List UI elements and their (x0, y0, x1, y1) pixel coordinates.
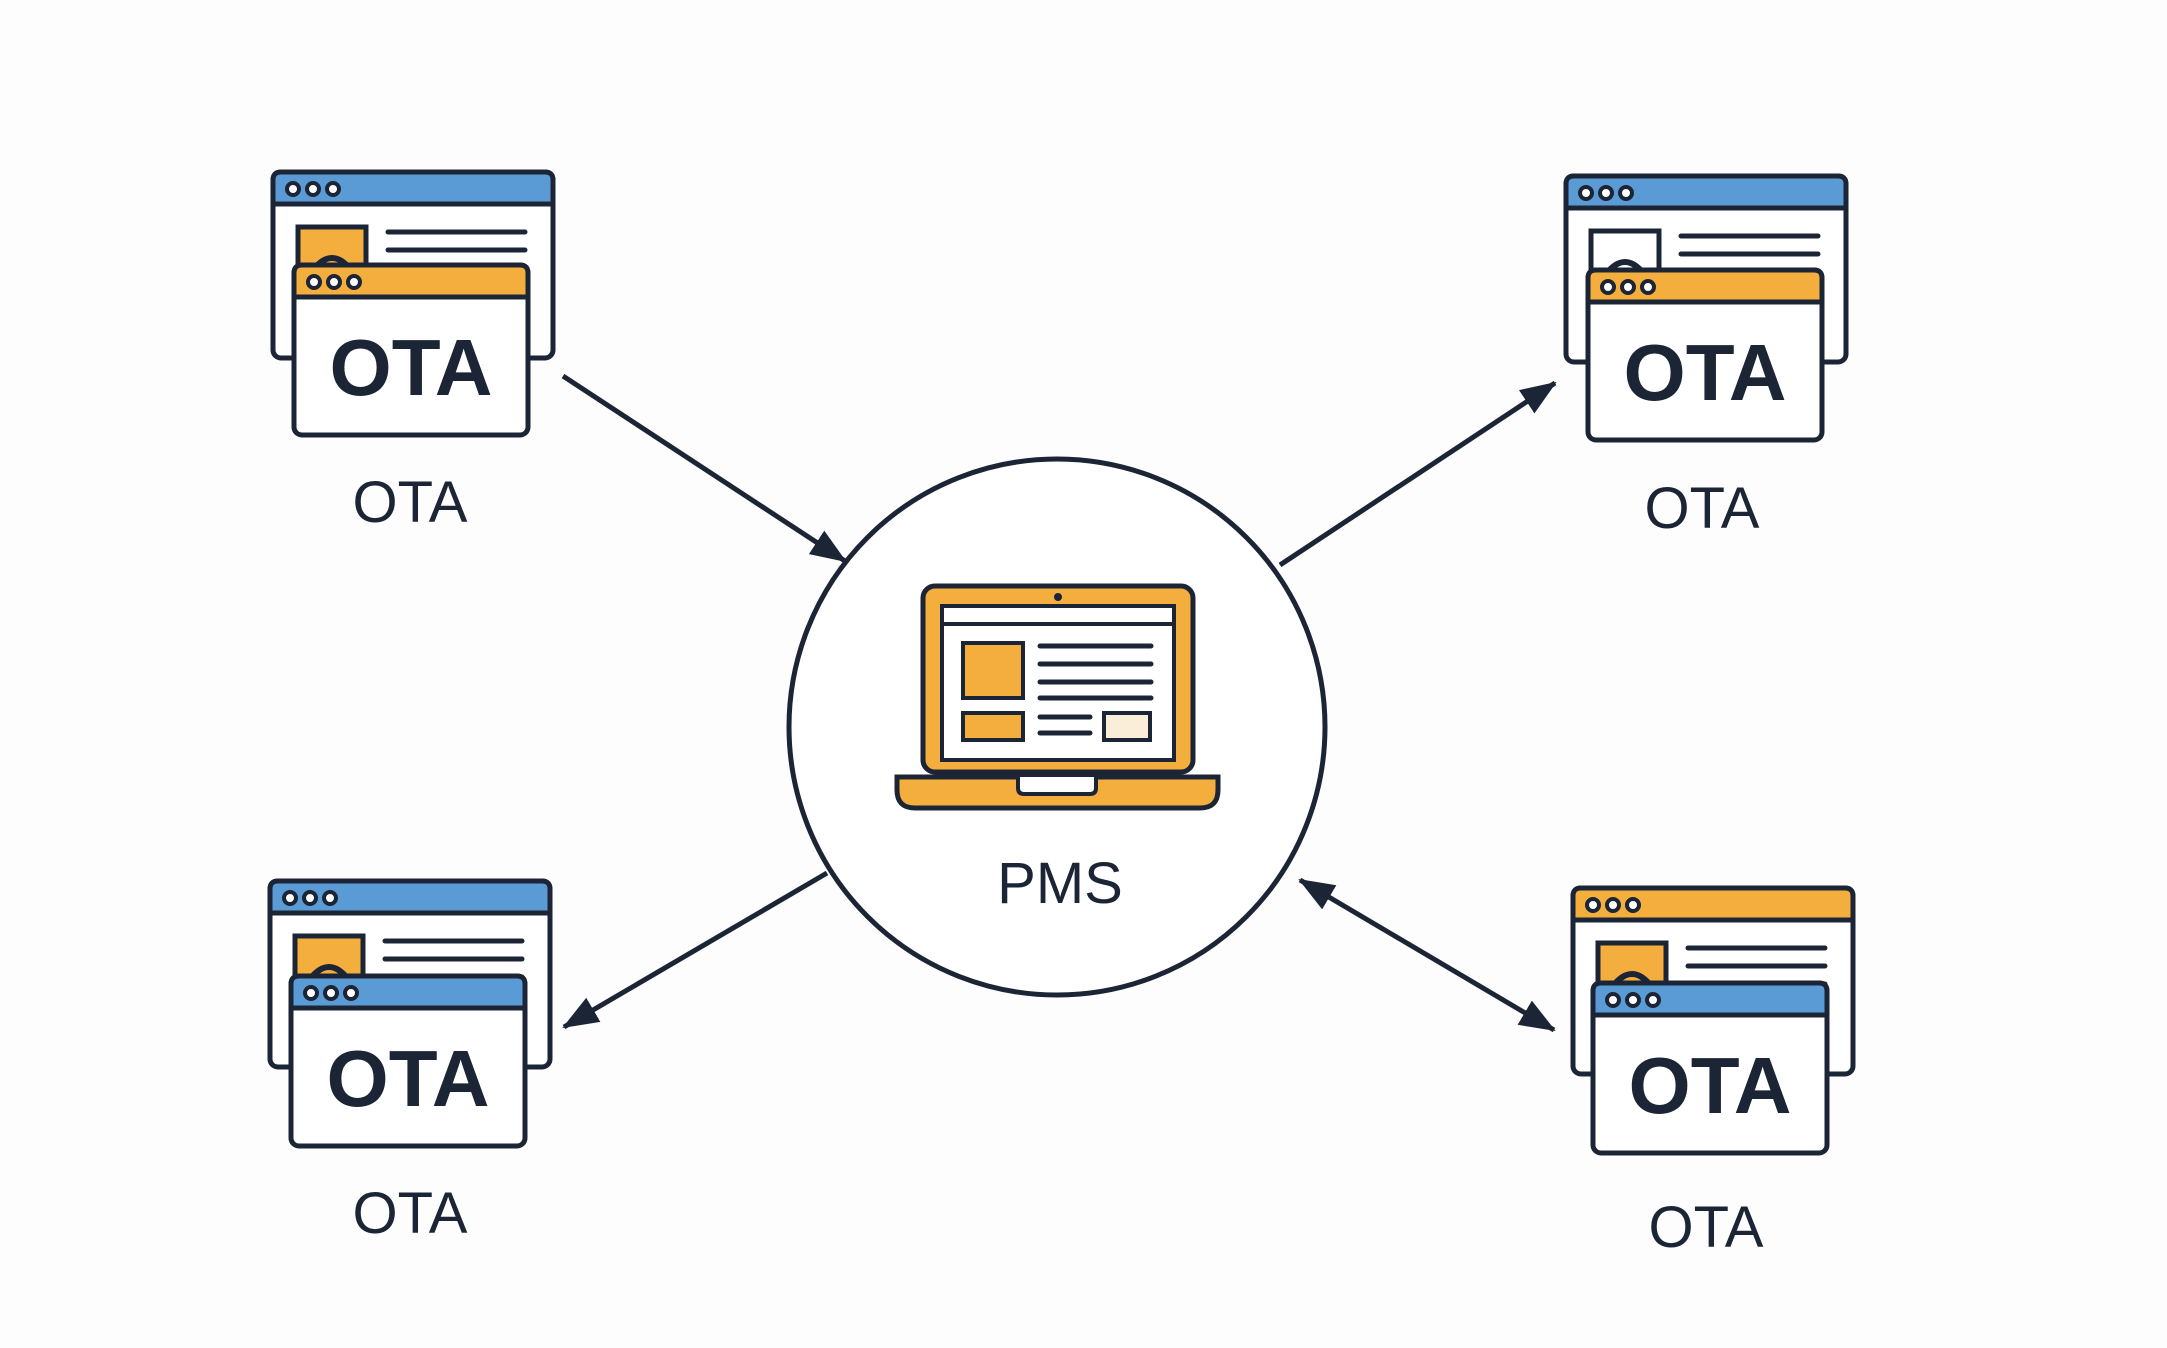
ota-label: OTA (1649, 1195, 1764, 1260)
ota-nodes: OTA OTA OTA OTA OTA OTA OTA OTA (267, 169, 1856, 1260)
arrow-bottom-left (562, 870, 829, 1030)
arrow-top-right (1278, 380, 1557, 568)
pms-hub: PMS (786, 456, 1328, 998)
ota-label: OTA (353, 470, 468, 535)
ota-node-bottom-left: OTA OTA (267, 878, 553, 1246)
ota-node-bottom-right: OTA OTA (1570, 885, 1856, 1260)
browser-window-front: OTA (288, 973, 528, 1149)
ota-badge-text: OTA (1629, 1041, 1792, 1130)
arrow-top-left (561, 373, 847, 564)
ota-badge-text: OTA (1624, 328, 1787, 417)
ota-node-top-left: OTA OTA (270, 169, 556, 535)
arrow-bottom-right (1298, 877, 1556, 1033)
laptop-icon (894, 583, 1221, 811)
browser-window-front: OTA (291, 262, 531, 438)
ota-badge-text: OTA (330, 323, 493, 412)
browser-window-front: OTA (1585, 267, 1825, 443)
ota-node-top-right: OTA OTA (1563, 173, 1849, 541)
browser-window-front: OTA (1590, 980, 1830, 1156)
ota-badge-text: OTA (327, 1034, 490, 1123)
connection-arrows (561, 373, 1557, 1033)
ota-label: OTA (1645, 476, 1760, 541)
pms-label: PMS (997, 851, 1123, 916)
ota-label: OTA (353, 1181, 468, 1246)
